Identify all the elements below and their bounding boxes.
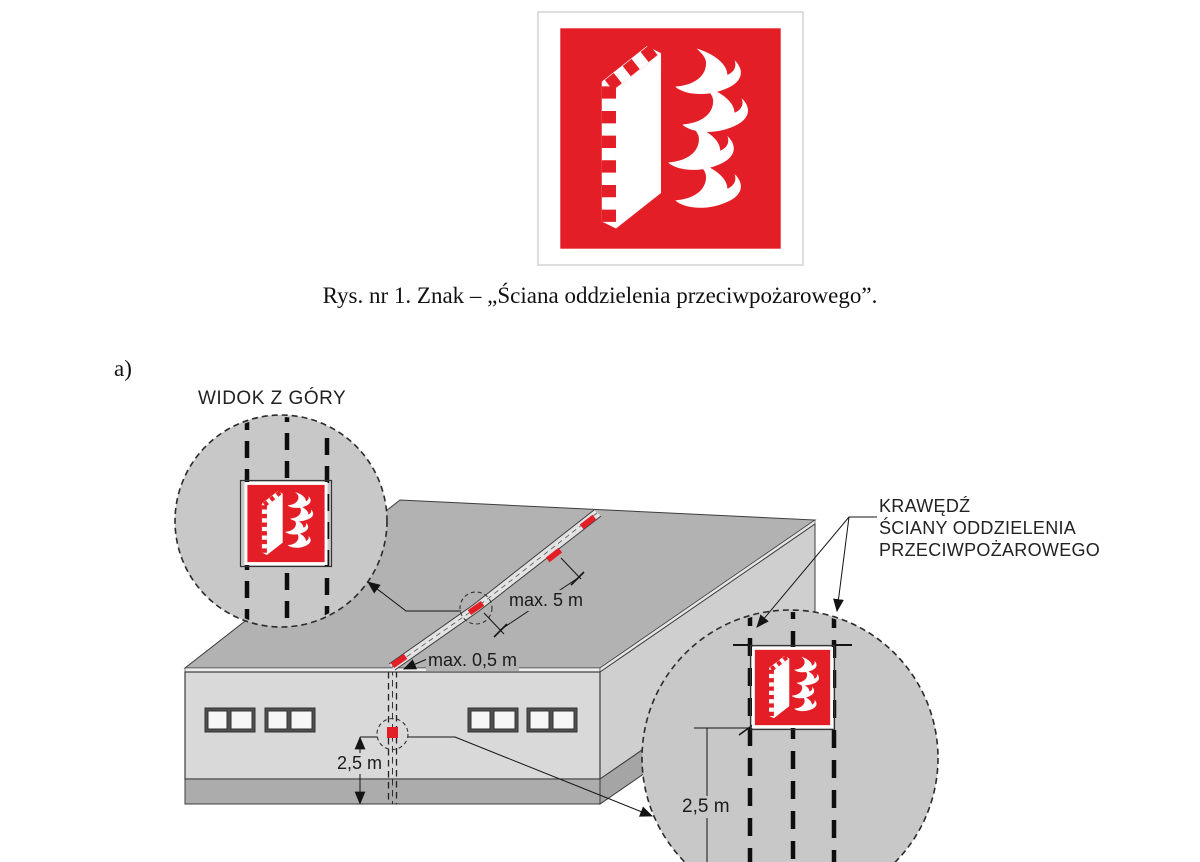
edge-of-fire-wall-label: KRAWĘDŹ ŚCIANY ODDZIELENIA PRZECIWPOŻARO… <box>879 495 1100 561</box>
edge-label-line2: ŚCIANY ODDZIELENIA <box>879 518 1077 538</box>
leader-to-left-detail <box>367 581 461 612</box>
window <box>526 707 578 733</box>
dim-label-wall-height: 2,5 m <box>334 753 386 774</box>
facade-sign-callout-circle <box>376 717 409 751</box>
edge-label-line3: PRZECIWPOŻAROWEGO <box>879 540 1101 560</box>
dim-label-roof-spacing: max. 5 m <box>506 590 587 611</box>
roof-sign-callout-circle <box>459 591 493 625</box>
window <box>467 707 519 733</box>
dim-label-roof-edge-offset: max. 0,5 m <box>426 650 520 671</box>
leader-roof-edge-offset <box>403 658 428 670</box>
fire-separation-wall-sign-icon <box>752 647 833 728</box>
roof-fire-wall-band <box>388 509 602 671</box>
top-view-label: WIDOK Z GÓRY <box>198 388 347 409</box>
fire-separation-wall-sign-icon <box>552 20 789 257</box>
leader-to-right-detail <box>408 736 654 817</box>
annotations <box>354 557 654 817</box>
figure-caption: Rys. nr 1. Znak – „Ściana oddzielenia pr… <box>322 283 878 308</box>
fire-separation-wall-sign-image <box>537 11 804 266</box>
dim-label-detail-height: 2,5 m <box>679 796 733 818</box>
edge-label-leaders <box>756 516 877 628</box>
windows <box>204 707 578 733</box>
edge-label-line1: KRAWĘDŹ <box>879 496 971 516</box>
facade-sign-mark <box>387 727 398 738</box>
diagram-part-label: a) <box>114 356 132 381</box>
roof-sign-marks <box>390 514 597 669</box>
window <box>264 707 316 733</box>
fire-separation-wall-sign-icon <box>245 482 328 565</box>
top-view-detail-circle <box>174 414 388 628</box>
window <box>204 707 256 733</box>
